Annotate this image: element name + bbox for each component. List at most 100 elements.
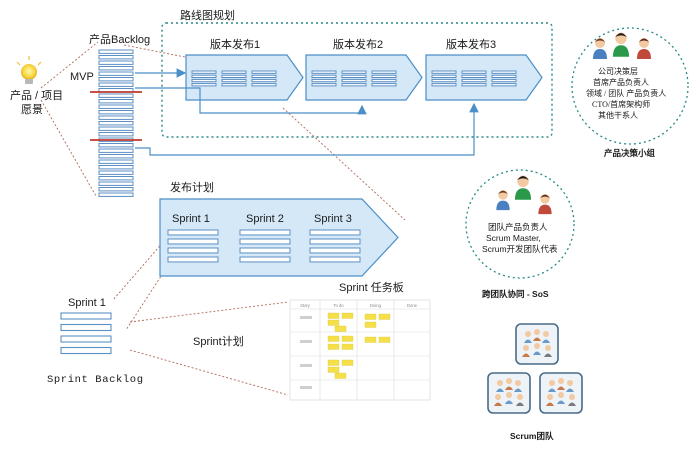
release-item xyxy=(371,83,397,87)
sticky-note xyxy=(341,312,354,319)
backlog-item xyxy=(98,71,134,76)
sprint-backlog-item xyxy=(60,346,112,355)
person-icon xyxy=(612,32,630,57)
release-item xyxy=(461,78,487,83)
person-icon xyxy=(538,194,552,215)
sprint-plan-item xyxy=(239,256,291,263)
backlog-item xyxy=(98,110,134,115)
sprint-backlog-item xyxy=(60,323,112,332)
product-backlog-stack xyxy=(98,49,134,197)
release-item xyxy=(341,78,367,83)
plan-sprint-label-3: Sprint 3 xyxy=(314,213,352,225)
release-item xyxy=(491,83,517,87)
sticky-note xyxy=(327,359,340,366)
plan-sprint-label-1: Sprint 1 xyxy=(172,213,210,225)
sprint-backlog-item xyxy=(60,312,112,320)
sprint-backlog-stack xyxy=(60,312,112,355)
release-item xyxy=(431,83,457,87)
release-item xyxy=(341,83,367,87)
release-item xyxy=(461,74,487,79)
sprint-plan-item xyxy=(239,238,291,245)
product-council-circle xyxy=(571,27,689,145)
release-item xyxy=(311,83,337,87)
release-item xyxy=(461,83,487,87)
sprint-plan-item xyxy=(309,256,361,263)
release-item xyxy=(191,70,217,74)
backlog-item xyxy=(98,77,134,82)
release-item xyxy=(191,78,217,83)
release-plan-arrow xyxy=(159,198,399,277)
person-icon xyxy=(593,38,607,59)
release-item xyxy=(251,78,277,83)
vision-label-line2: 愿景 xyxy=(21,103,43,116)
backlog-item xyxy=(98,143,134,148)
release-item xyxy=(311,70,337,74)
backlog-item xyxy=(98,60,134,65)
sticky-note xyxy=(341,335,354,342)
sticky-note xyxy=(364,321,377,328)
backlog-item xyxy=(98,66,134,71)
sticky-note xyxy=(327,343,340,350)
release-item xyxy=(491,74,517,79)
release-item xyxy=(341,74,367,79)
person-icon xyxy=(514,175,532,200)
release-plan-shape xyxy=(159,198,399,277)
release-item xyxy=(371,74,397,79)
roadmap-title: 路线图规划 xyxy=(180,8,235,22)
sticky-note xyxy=(341,359,354,366)
sprint-plan-item xyxy=(167,256,219,263)
release-item xyxy=(371,78,397,83)
taskboard-column-header: Story xyxy=(300,303,311,308)
product-council-line: 首席产品负责人 xyxy=(593,77,649,87)
sticky-note xyxy=(364,336,377,343)
backlog-item xyxy=(98,82,134,87)
release-item xyxy=(251,74,277,79)
release-item xyxy=(461,70,487,74)
product-council-line: 公司决策层 xyxy=(598,66,638,76)
backlog-item xyxy=(98,181,134,186)
story-card xyxy=(300,316,312,319)
sprint-backlog-item xyxy=(60,335,112,343)
connector-lines xyxy=(40,41,406,396)
taskboard-column-header: Done xyxy=(407,303,418,308)
sticky-note xyxy=(378,336,391,343)
person-icon xyxy=(637,38,651,59)
backlog-item xyxy=(98,132,134,137)
sticky-note xyxy=(378,313,391,320)
backlog-item xyxy=(98,192,134,197)
taskboard-frame xyxy=(289,299,431,401)
release-label-2: 版本发布2 xyxy=(333,37,383,51)
backlog-item xyxy=(98,104,134,109)
story-card xyxy=(300,386,312,389)
release-item xyxy=(191,74,217,79)
backlog-item xyxy=(98,165,134,170)
release-item xyxy=(251,70,277,74)
release-item xyxy=(431,70,457,74)
story-card xyxy=(300,364,312,367)
backlog-item xyxy=(98,99,134,104)
scrum-team-icon xyxy=(515,323,559,365)
release-item xyxy=(431,74,457,79)
sprint-plan-item xyxy=(167,238,219,245)
release-label-1: 版本发布1 xyxy=(210,37,260,51)
sticky-note xyxy=(327,319,340,326)
backlog-item xyxy=(98,187,134,192)
sprint-plan-item xyxy=(239,247,291,254)
people-icons xyxy=(496,32,651,215)
release-label-3: 版本发布3 xyxy=(446,37,496,51)
release-item xyxy=(311,78,337,83)
story-card xyxy=(300,340,312,343)
backlog-item xyxy=(98,154,134,159)
sos-circle xyxy=(465,169,575,279)
taskboard-column-header: To do xyxy=(333,303,344,308)
product-council-line: CTO/首席架构师 xyxy=(592,99,650,109)
sticky-note xyxy=(327,335,340,342)
vision-label-line1: 产品 / 项目 xyxy=(10,88,63,102)
sticky-note xyxy=(327,312,340,319)
backlog-item xyxy=(98,148,134,153)
scrum-teams-caption: Scrum团队 xyxy=(510,431,554,441)
sprint-plan-item xyxy=(239,229,291,236)
release-item xyxy=(311,74,337,79)
